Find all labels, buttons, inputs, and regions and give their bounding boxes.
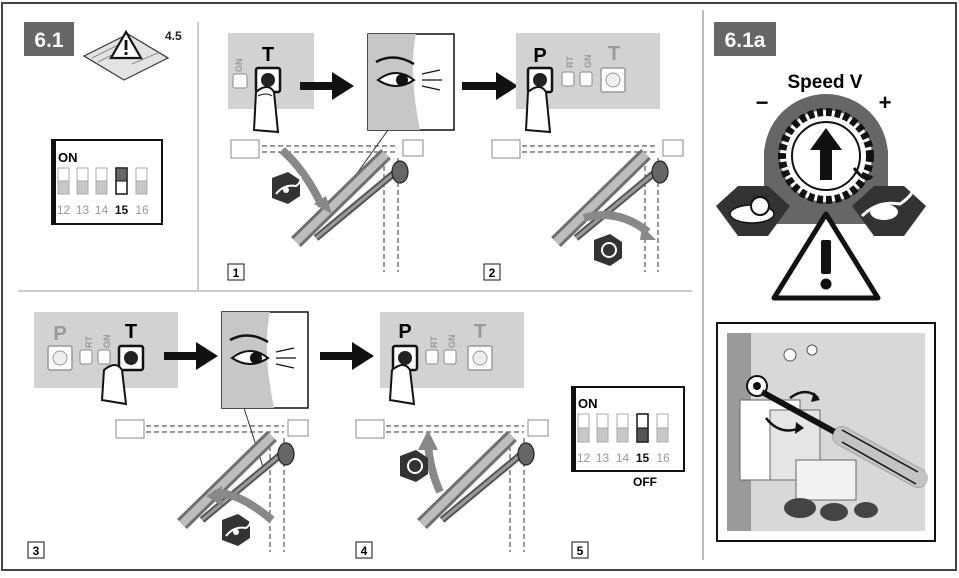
dip-number-13: 13 (596, 451, 610, 465)
gate-diagram-4 (355, 419, 549, 552)
t-button[interactable] (254, 66, 282, 94)
arrow-right-icon (320, 342, 374, 370)
step-number-3: 3 (33, 544, 40, 558)
label-p: P (533, 45, 546, 67)
pointer-line (243, 407, 265, 471)
step-box-1 (227, 263, 245, 281)
section-badge-6-1a: 6.1a (714, 22, 776, 56)
dip-toggle-15[interactable] (636, 413, 649, 443)
t-button[interactable] (117, 344, 145, 372)
snail-slow-icon (400, 450, 428, 482)
dip-toggle-13[interactable] (596, 413, 609, 443)
dip-number-15: 15 (636, 451, 650, 465)
step-3-panel: P RT GN T (27, 311, 309, 559)
step-number-4: 4 (361, 544, 368, 558)
dip-on-label: ON (58, 150, 78, 165)
arrow-right-icon (462, 72, 518, 100)
section-badge-6-1: 6.1 (24, 22, 74, 56)
speed-minus-label: − (756, 90, 769, 115)
step-1-panel: GN T (227, 33, 455, 281)
label-gn: GN (447, 335, 457, 349)
step-2-panel: P RT GN T (462, 33, 684, 281)
step-number-1: 1 (233, 266, 240, 280)
label-gn: GN (102, 335, 112, 349)
dip-on-label: ON (578, 396, 598, 411)
label-rt: RT (565, 56, 575, 68)
rabbit-fast-icon (852, 186, 926, 236)
label-p: P (398, 321, 411, 343)
manual-warning-icon (82, 29, 170, 81)
gate-diagram-2 (491, 139, 684, 272)
dip-number-16: 16 (656, 451, 670, 465)
p-button[interactable] (526, 66, 554, 94)
speed-plus-label: + (879, 90, 892, 115)
dip-toggle-15[interactable] (115, 167, 128, 195)
dip-number-16: 16 (135, 203, 149, 217)
gate-diagram-1 (230, 139, 424, 272)
step-number-5: 5 (577, 544, 584, 558)
dip-number-13: 13 (76, 203, 90, 217)
label-rt: RT (429, 336, 439, 348)
rabbit-fast-icon (222, 514, 252, 546)
label-t: T (125, 321, 137, 343)
snail-slow-icon (716, 186, 790, 236)
step-number-2: 2 (489, 266, 496, 280)
step-box-2 (483, 263, 501, 281)
pressing-finger-icon (100, 364, 128, 406)
step-box-3 (27, 541, 45, 559)
dip-number-14: 14 (616, 451, 630, 465)
pressing-finger-icon (388, 364, 416, 406)
label-t: T (608, 43, 620, 65)
screwdriver-adjust-photo (716, 322, 936, 542)
manual-ref-number: 4.5 (165, 29, 182, 43)
gate-diagram-3 (115, 419, 309, 552)
eye-watching-icon (221, 311, 309, 409)
pressing-finger-icon (252, 86, 280, 134)
dip-number-12: 12 (577, 451, 591, 465)
dip-toggle-14[interactable] (616, 413, 629, 443)
dip-number-12: 12 (57, 203, 71, 217)
rabbit-fast-icon (272, 172, 302, 204)
label-p: P (53, 323, 66, 345)
dip-toggle-12[interactable] (57, 167, 70, 195)
dip-toggle-16[interactable] (135, 167, 148, 195)
label-gn: GN (583, 55, 593, 69)
p-button[interactable] (391, 344, 419, 372)
badge-text: 6.1 (34, 29, 64, 52)
dip-toggle-16[interactable] (656, 413, 669, 443)
badge-text: 6.1a (725, 29, 766, 52)
control-panel-t: P RT GN T (34, 312, 178, 388)
step-4-panel: P RT GN T (320, 312, 549, 559)
warning-triangle-icon (771, 211, 881, 301)
step-box-4 (355, 541, 373, 559)
dip-number-15: 15 (115, 203, 129, 217)
label-gn: GN (234, 59, 244, 73)
control-panel-p: P RT GN T (380, 312, 524, 388)
dip-number-14: 14 (95, 203, 109, 217)
eye-watching-icon (367, 33, 455, 131)
snail-slow-icon (594, 234, 622, 266)
pressing-finger-icon (524, 86, 552, 134)
dip-off-label: OFF (633, 475, 657, 489)
dip-toggle-12[interactable] (577, 413, 590, 443)
dip-toggle-14[interactable] (95, 167, 108, 195)
step-box-5 (571, 541, 589, 559)
label-t: T (262, 44, 274, 66)
dip-switch-left: ON 12 13 14 15 16 (51, 139, 163, 225)
speed-title: Speed V (788, 72, 863, 93)
arrow-right-icon (164, 342, 218, 370)
dip-toggle-13[interactable] (76, 167, 89, 195)
label-rt: RT (84, 336, 94, 348)
label-t: T (474, 321, 486, 343)
dip-switch-step5: ON 12 13 14 15 16 (571, 386, 685, 472)
control-panel-p: P RT GN T (516, 33, 660, 109)
arrow-right-icon (300, 72, 354, 100)
